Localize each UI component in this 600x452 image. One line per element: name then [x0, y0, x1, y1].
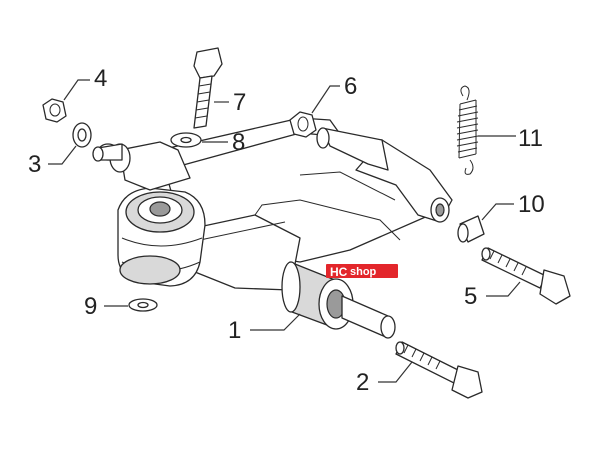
- watermark-part1: HC: [330, 265, 348, 279]
- callout-labels: 1 2 3 4 5 6 7 8 9 10 11: [28, 65, 545, 396]
- callout-3: 3: [28, 151, 41, 178]
- nut-part-4: [42, 98, 67, 123]
- callout-5: 5: [464, 283, 477, 310]
- callout-1: 1: [228, 317, 241, 344]
- leader-lines: [48, 79, 521, 383]
- callout-2: 2: [356, 369, 369, 396]
- callout-11: 11: [518, 125, 543, 152]
- callout-8: 8: [232, 129, 245, 156]
- hc-shop-watermark: HC shop: [326, 264, 398, 279]
- callout-9: 9: [84, 293, 97, 320]
- bolt-part-5: [481, 247, 571, 305]
- watermark-part2: shop: [350, 266, 377, 278]
- bushing-part-10: [457, 215, 485, 243]
- spring-part-11: [456, 85, 479, 175]
- swing-arm-body: [92, 117, 453, 339]
- washer-part-9: [128, 298, 158, 312]
- nut-part-6: [289, 111, 317, 138]
- washer-part-3: [72, 122, 92, 148]
- callout-4: 4: [94, 65, 107, 92]
- callout-10: 10: [518, 191, 545, 218]
- bolt-part-7: [193, 47, 223, 129]
- callout-7: 7: [233, 89, 246, 116]
- watermark-background: [326, 264, 398, 278]
- bolt-part-2: [395, 341, 483, 399]
- callout-6: 6: [344, 73, 357, 100]
- washer-part-8: [170, 132, 202, 148]
